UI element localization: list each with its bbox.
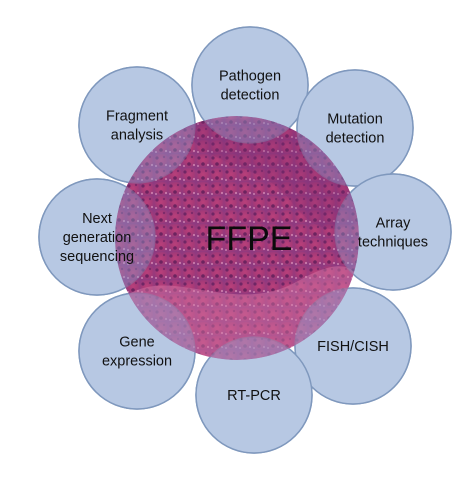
center-label: FFPE bbox=[206, 220, 293, 258]
petal-label-line: FISH/CISH bbox=[317, 339, 389, 355]
petal-label-line: Next bbox=[82, 211, 112, 227]
petal-label-line: detection bbox=[221, 88, 280, 104]
petal-label-line: RT-PCR bbox=[227, 388, 281, 404]
petal-label-next-generation-sequencing: Next generation sequencing bbox=[60, 211, 134, 265]
petal-label-fish-cish: FISH/CISH bbox=[317, 339, 389, 355]
petal-label-line: Gene bbox=[119, 335, 154, 351]
petal-label-mutation-detection: Mutation detection bbox=[326, 112, 385, 147]
petal-label-line: Mutation bbox=[327, 112, 383, 128]
petal-label-gene-expression: Gene expression bbox=[102, 335, 172, 370]
petal-label-line: expression bbox=[102, 354, 172, 370]
petal-label-line: sequencing bbox=[60, 249, 134, 265]
petals-outer bbox=[38, 26, 452, 454]
petal-label-pathogen-detection: Pathogen detection bbox=[219, 69, 281, 104]
petal-label-line: detection bbox=[326, 131, 385, 147]
petal-label-array-techniques: Array techniques bbox=[358, 216, 428, 251]
petal-label-line: analysis bbox=[111, 128, 163, 144]
petal-label-fragment-analysis: Fragment analysis bbox=[106, 109, 168, 144]
petal-label-rt-pcr: RT-PCR bbox=[227, 388, 281, 404]
petal-label-line: Array bbox=[376, 216, 411, 232]
petal-label-line: techniques bbox=[358, 235, 428, 251]
tissue-image bbox=[115, 116, 359, 360]
petal-label-line: Pathogen bbox=[219, 69, 281, 85]
petal-label-line: Fragment bbox=[106, 109, 168, 125]
petal-label-line: generation bbox=[63, 230, 132, 246]
